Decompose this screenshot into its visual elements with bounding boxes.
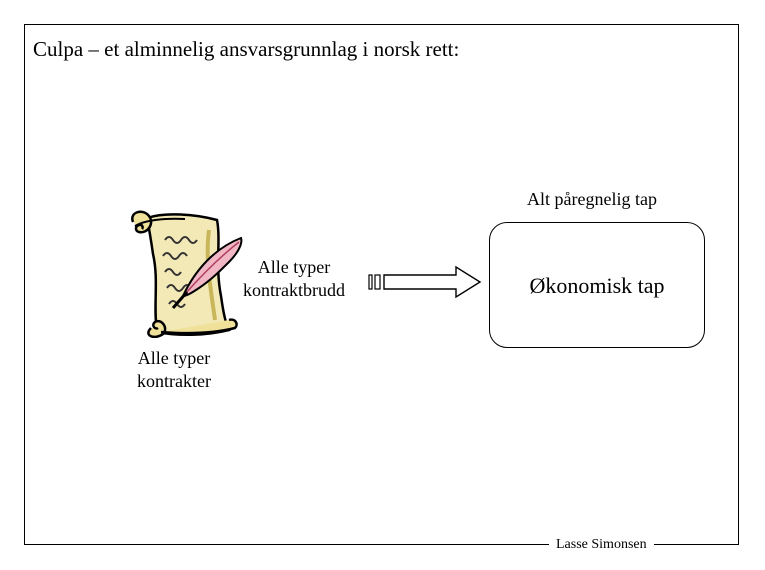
contracts-label: Alle typer kontrakter: [137, 348, 211, 391]
breach-label: Alle typer kontraktbrudd: [243, 257, 345, 300]
scroll-with-quill-icon: [131, 210, 243, 338]
slide-title: Culpa – et alminnelig ansvarsgrunnlag i …: [33, 37, 460, 61]
economic-loss-text: Økonomisk tap: [529, 272, 665, 298]
economic-loss-box: Økonomisk tap: [489, 222, 705, 348]
foreseeable-loss-label: Alt påregnelig tap: [527, 189, 657, 209]
footer-author: Lasse Simonsen: [549, 536, 654, 554]
slide-frame: [24, 24, 739, 545]
striped-right-arrow-icon: [368, 265, 482, 299]
